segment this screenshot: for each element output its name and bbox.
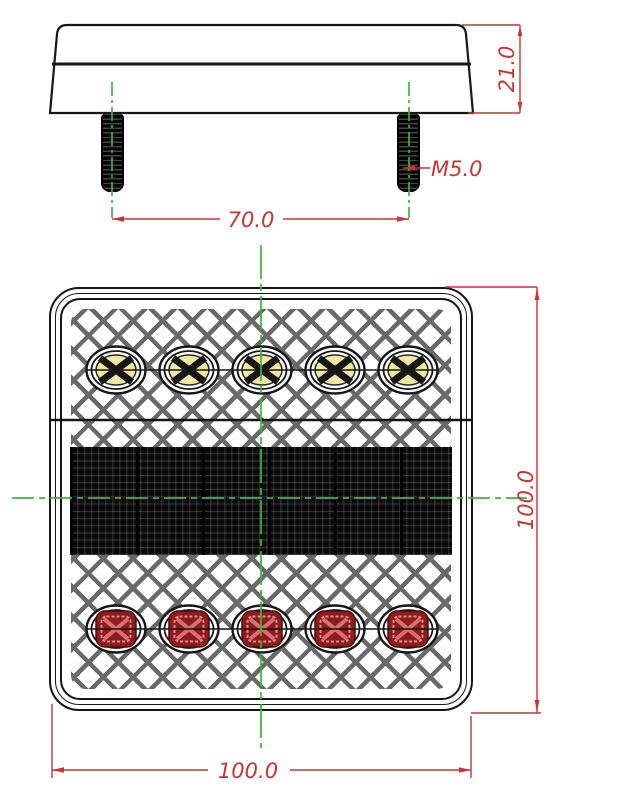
reflector-band [70, 447, 452, 555]
amber-led-1 [85, 345, 147, 395]
red-led-4 [304, 604, 366, 654]
red-led-5 [377, 604, 439, 654]
amber-led-4 [304, 345, 366, 395]
amber-led-3 [231, 345, 293, 395]
red-led-2 [158, 604, 220, 654]
red-led-3 [231, 604, 293, 654]
amber-led-2 [158, 345, 220, 395]
amber-led-5 [377, 345, 439, 395]
red-led-1 [85, 604, 147, 654]
